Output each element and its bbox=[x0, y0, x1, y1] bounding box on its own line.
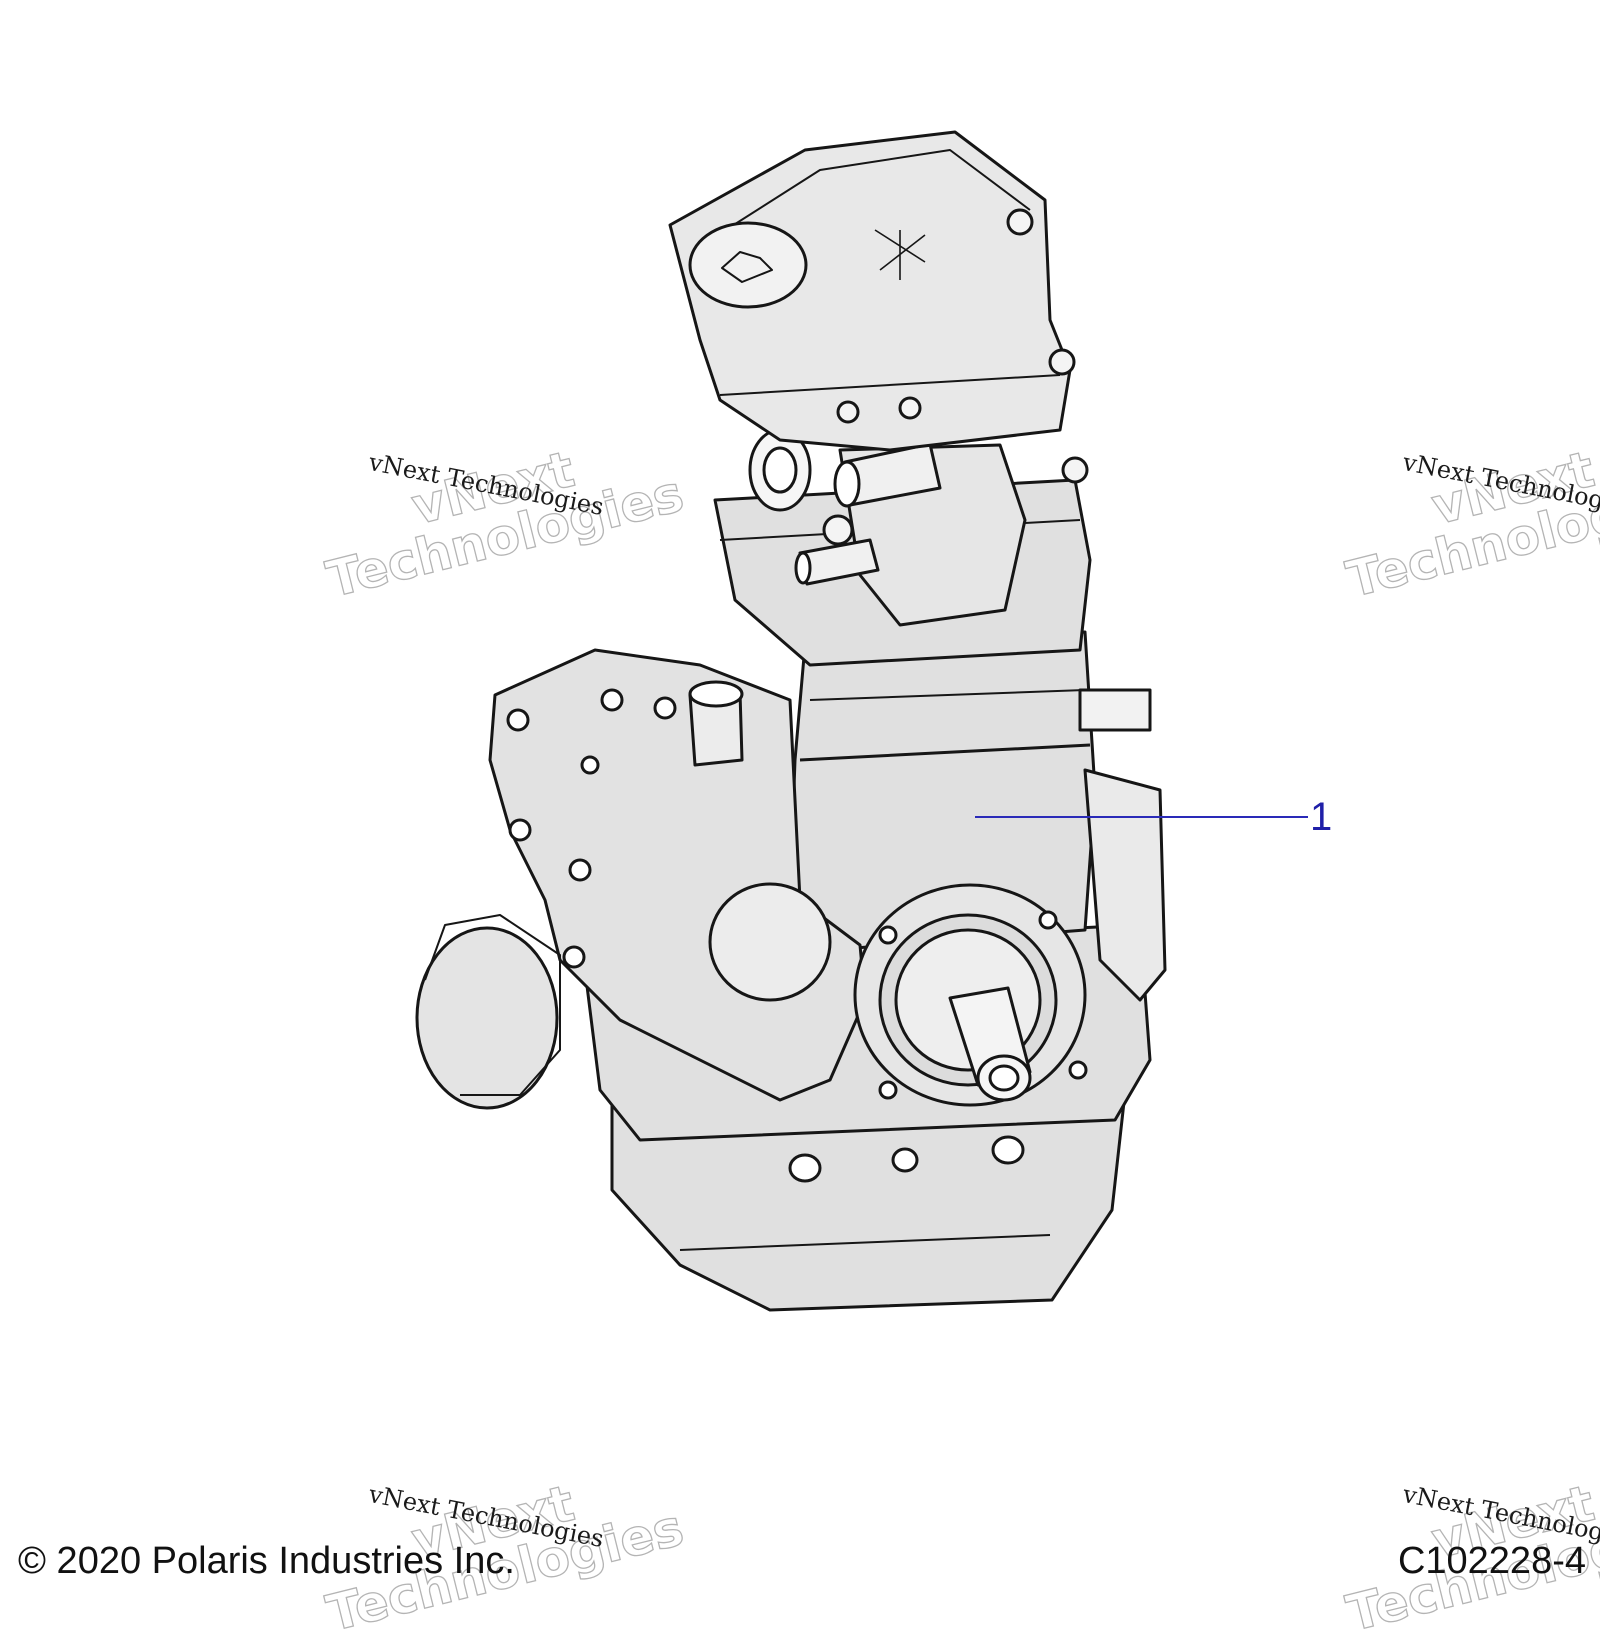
figure-id: C102228-4 bbox=[1397, 1540, 1586, 1582]
copyright-notice: © 2020 Polaris Industries Inc. bbox=[18, 1540, 515, 1582]
oil-filter bbox=[415, 926, 559, 1110]
callout-label-1: 1 bbox=[1310, 795, 1333, 839]
valve-cover bbox=[668, 130, 1072, 452]
oil-filler-cap bbox=[688, 221, 808, 309]
engine-assembly-diagram bbox=[415, 130, 1308, 1312]
oil-can-symbol bbox=[721, 251, 773, 283]
